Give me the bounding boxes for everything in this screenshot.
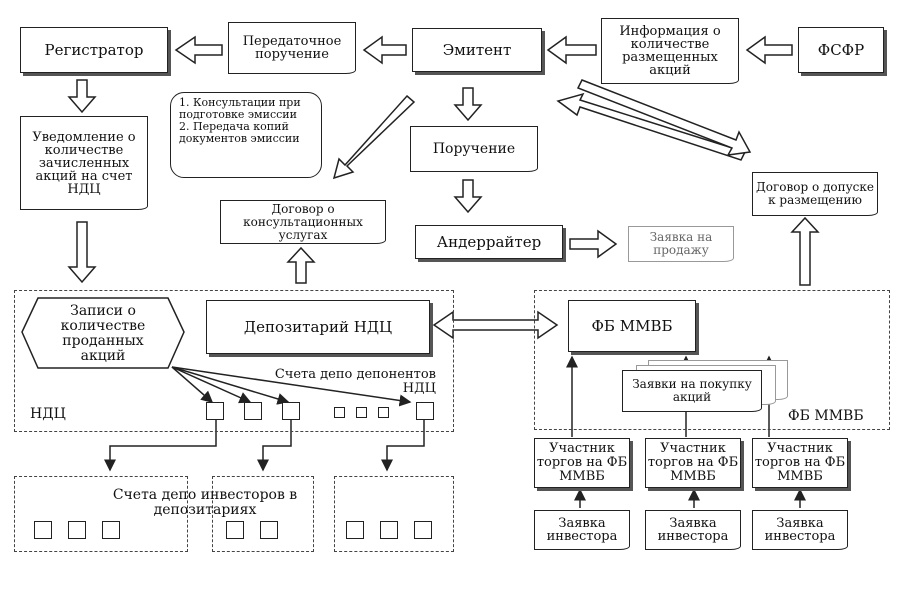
investor-accounts-label: Счета депо инвесторов в депозитариях <box>112 487 298 518</box>
arrow-order-down <box>453 179 483 214</box>
investor-account-box <box>346 521 364 539</box>
investor-account-box <box>380 521 398 539</box>
arrow-to-issuer-diag <box>556 92 747 161</box>
investor-account-box <box>34 521 52 539</box>
buy-requests-doc: Заявки на покупку акций <box>622 370 762 412</box>
investor-account-box <box>260 521 278 539</box>
arrow-registrar-down <box>67 79 97 114</box>
depo-account-box <box>356 407 367 418</box>
arrow-issuer-down <box>453 87 483 122</box>
depo-account-box <box>416 402 434 420</box>
investor-depo-area-1 <box>14 476 188 552</box>
fb-mmvb-area <box>534 290 890 430</box>
fb-mmvb-label: ФБ ММВБ <box>788 408 864 424</box>
transfer-order-doc: Передаточное поручение <box>228 22 356 74</box>
arrow-info-to-issuer <box>546 35 597 65</box>
arrow-to-consult-contract <box>286 246 316 284</box>
participant-box-1: Участник торгов на ФБ ММВБ <box>534 438 630 488</box>
investor-account-box <box>226 521 244 539</box>
depo-account-box <box>206 402 224 420</box>
underwriter-box: Андеррайтер <box>415 225 563 259</box>
sold-records-label: Записи о количестве проданных акций <box>60 303 146 364</box>
investor-account-box <box>102 521 120 539</box>
depo-account-box <box>244 402 262 420</box>
admission-contract-doc: Договор о допуске к размещению <box>752 172 878 216</box>
sale-request-doc: Заявка на продажу <box>628 226 734 262</box>
ndc-depository-box: Депозитарий НДЦ <box>206 300 430 354</box>
consult-item-1: 1. Консультации при подготовке эмиссии <box>179 96 301 121</box>
arrow-to-admission <box>790 216 820 286</box>
consult-item-2: 2. Передача копий документов эмиссии <box>179 120 300 145</box>
investor-request-doc-2: Заявка инвестора <box>645 510 741 550</box>
arrow-transfer-to-registrar <box>174 35 223 65</box>
order-doc: Поручение <box>410 126 538 172</box>
investor-request-doc-3: Заявка инвестора <box>752 510 848 550</box>
depo-accounts-label: Счета депо депонентов НДЦ <box>274 367 436 396</box>
arrow-issuer-to-admission <box>576 79 752 156</box>
arrow-issuer-diag <box>332 94 416 180</box>
depo-account-box <box>282 402 300 420</box>
investor-account-box <box>414 521 432 539</box>
arrow-underwriter-to-sale <box>569 229 618 259</box>
ndc-area <box>14 290 454 432</box>
arrow-notice-down <box>67 221 97 284</box>
depo-account-box <box>378 407 389 418</box>
investor-depo-area-3 <box>334 476 454 552</box>
consultation-note: 1. Консультации при подготовке эмиссии 2… <box>170 92 322 178</box>
info-shares-doc: Информация о количестве размещенных акци… <box>601 18 739 84</box>
depo-account-box <box>334 407 345 418</box>
fb-mmvb-box: ФБ ММВБ <box>568 300 696 352</box>
notice-doc: Уведомление о количестве зачисленных акц… <box>20 116 148 210</box>
participant-box-3: Участник торгов на ФБ ММВБ <box>752 438 848 488</box>
arrow-fsfr-to-info <box>745 35 793 65</box>
registrar-box: Регистратор <box>20 27 168 73</box>
ndc-label: НДЦ <box>30 406 66 422</box>
consulting-contract-doc: Договор о консультационных услугах <box>220 200 386 244</box>
investor-account-box <box>68 521 86 539</box>
investor-request-doc-1: Заявка инвестора <box>534 510 630 550</box>
investor-depo-area-2 <box>212 476 314 552</box>
issuer-box: Эмитент <box>412 28 542 72</box>
arrow-issuer-to-transfer <box>362 35 407 65</box>
fsfr-box: ФСФР <box>798 27 884 73</box>
participant-box-2: Участник торгов на ФБ ММВБ <box>645 438 741 488</box>
